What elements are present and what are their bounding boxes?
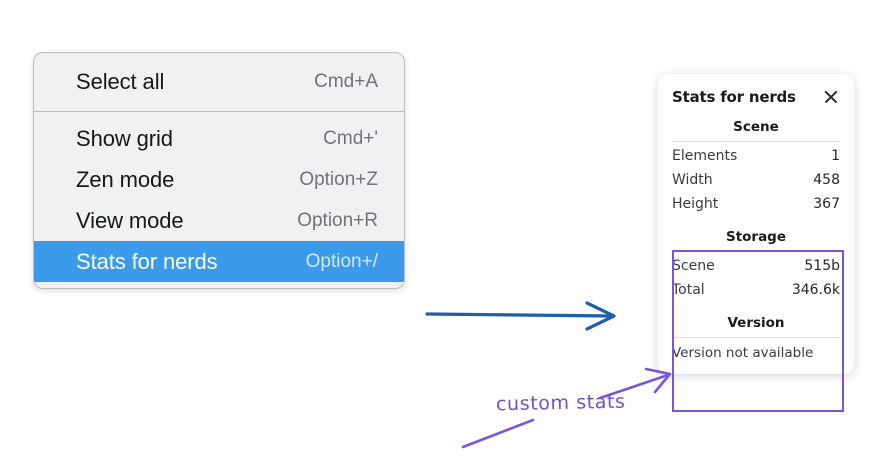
section-rule <box>672 141 840 142</box>
purple-underline-stroke <box>461 418 535 449</box>
menu-section-general: Select all Cmd+A <box>34 53 404 111</box>
stat-value: 1 <box>831 148 840 164</box>
panel-header: Stats for nerds <box>658 86 854 106</box>
stat-value: 346.6k <box>791 282 840 299</box>
section-heading-storage: Storage <box>725 229 787 246</box>
stat-label: Width <box>672 172 713 189</box>
stat-row-storage-total: Total 346.6k <box>672 278 840 302</box>
stats-for-nerds-panel: Stats for nerds Scene Elements 1 Width 4… <box>658 74 854 375</box>
stat-label: Scene <box>672 258 715 275</box>
menu-item-label: Stats for nerds <box>76 248 218 274</box>
menu-item-zen-mode[interactable]: Zen mode Option+Z <box>34 159 404 200</box>
stat-value: 458 <box>813 172 840 189</box>
menu-item-shortcut: Option+Z <box>299 168 378 190</box>
section-heading-scene: Scene <box>733 119 779 135</box>
menu-item-shortcut: Option+R <box>297 209 378 231</box>
custom-stats-annotation-label: custom stats <box>495 390 626 416</box>
menu-item-select-all[interactable]: Select all Cmd+A <box>34 61 404 102</box>
context-menu[interactable]: Select all Cmd+A Show grid Cmd+' Zen mod… <box>33 52 405 289</box>
stat-row-width: Width 458 <box>672 168 840 192</box>
section-rule <box>672 251 840 253</box>
blue-flow-arrow <box>425 301 616 331</box>
menu-item-shortcut: Cmd+' <box>323 127 378 149</box>
stats-body: Scene Elements 1 Width 458 Height 367 St… <box>658 106 854 364</box>
menu-item-shortcut: Cmd+A <box>314 70 378 92</box>
menu-item-show-grid[interactable]: Show grid Cmd+' <box>34 118 404 159</box>
menu-item-label: Zen mode <box>76 166 175 192</box>
stat-row-storage-scene: Scene 515b <box>672 254 840 278</box>
stat-label: Elements <box>672 148 738 164</box>
version-not-available-text: Version not available <box>672 345 814 362</box>
menu-item-stats-for-nerds[interactable]: Stats for nerds Option+/ <box>34 241 404 282</box>
menu-divider <box>34 111 404 112</box>
menu-item-view-mode[interactable]: View mode Option+R <box>34 200 404 241</box>
stat-value: 515b <box>804 258 840 275</box>
stat-row-elements: Elements 1 <box>672 144 840 168</box>
section-heading-version: Version <box>727 315 785 332</box>
menu-item-label: View mode <box>76 207 184 233</box>
menu-section-view: Show grid Cmd+' Zen mode Option+Z View m… <box>34 112 404 288</box>
stat-label: Total <box>672 282 705 299</box>
menu-item-label: Show grid <box>76 125 173 151</box>
menu-item-shortcut: Option+/ <box>305 250 378 272</box>
stat-label: Height <box>672 196 719 213</box>
stat-value: 367 <box>813 196 840 213</box>
stat-row-height: Height 367 <box>672 192 840 216</box>
section-rule <box>672 337 840 339</box>
menu-item-label: Select all <box>76 68 165 94</box>
panel-title: Stats for nerds <box>672 88 796 106</box>
close-icon[interactable] <box>822 88 840 106</box>
